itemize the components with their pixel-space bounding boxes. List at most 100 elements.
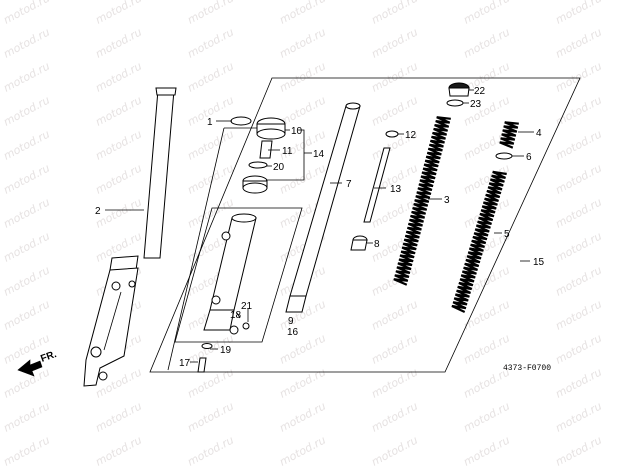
watermark-text: motod.ru bbox=[369, 59, 420, 94]
watermark-text: motod.ru bbox=[185, 433, 236, 468]
callout-17: 17 bbox=[179, 358, 191, 369]
watermark-text: motod.ru bbox=[93, 161, 144, 196]
watermark-text: motod.ru bbox=[93, 433, 144, 468]
spring3-coil bbox=[393, 116, 451, 286]
watermark-text: motod.ru bbox=[93, 399, 144, 434]
watermark-text: motod.ru bbox=[369, 25, 420, 60]
watermark-text: motod.ru bbox=[1, 195, 52, 230]
watermark-text: motod.ru bbox=[553, 0, 604, 27]
watermark-text: motod.ru bbox=[277, 25, 328, 60]
watermark-text: motod.ru bbox=[553, 399, 604, 434]
watermark-text: motod.ru bbox=[461, 433, 512, 468]
bolt-set bbox=[197, 322, 250, 373]
watermark-text: motod.ru bbox=[93, 0, 144, 27]
callout-12: 12 bbox=[405, 130, 417, 141]
callout-2: 2 bbox=[95, 206, 101, 217]
callout-9: 9 bbox=[288, 316, 294, 327]
watermark-text: motod.ru bbox=[1, 263, 52, 298]
leader-lines bbox=[105, 89, 534, 363]
callout-6: 6 bbox=[526, 152, 532, 163]
watermark-text: motod.ru bbox=[553, 365, 604, 400]
callout-22: 22 bbox=[474, 86, 486, 97]
watermark-text: motod.ru bbox=[553, 93, 604, 128]
watermark-text: motod.ru bbox=[1, 25, 52, 60]
watermark-text: motod.ru bbox=[93, 93, 144, 128]
watermark-text: motod.ru bbox=[277, 399, 328, 434]
watermark-text: motod.ru bbox=[553, 59, 604, 94]
callout-4: 4 bbox=[536, 128, 542, 139]
inner-frame-left bbox=[167, 127, 225, 371]
watermark-text: motod.ru bbox=[1, 93, 52, 128]
watermark-text: motod.ru bbox=[277, 0, 328, 27]
watermark-text: motod.ru bbox=[185, 365, 236, 400]
callout-labels: 2 1 10 11 20 14 7 12 13 8 3 22 23 4 6 5 … bbox=[95, 86, 545, 369]
short-spring-4 bbox=[499, 121, 519, 149]
damper-rod bbox=[350, 130, 399, 251]
callout-11: 11 bbox=[282, 146, 293, 157]
oil-seal-set bbox=[230, 116, 286, 194]
lower-case-frame bbox=[174, 207, 303, 343]
watermark-text: motod.ru bbox=[185, 161, 236, 196]
front-direction-arrow: FR. bbox=[17, 349, 58, 377]
watermark-text: motod.ru bbox=[185, 25, 236, 60]
callout-10: 10 bbox=[291, 126, 303, 137]
watermark-text: motod.ru bbox=[1, 0, 52, 27]
callout-20: 20 bbox=[273, 162, 285, 173]
direction-label: FR. bbox=[39, 349, 58, 365]
watermark-text: motod.ru bbox=[1, 229, 52, 264]
watermark-text: motod.ru bbox=[277, 331, 328, 366]
watermark-text: motod.ru bbox=[553, 263, 604, 298]
watermark-text: motod.ru bbox=[461, 25, 512, 60]
watermark-text: motod.ru bbox=[553, 297, 604, 332]
watermark-text: motod.ru bbox=[461, 93, 512, 128]
watermark-text: motod.ru bbox=[553, 195, 604, 230]
watermark-text: motod.ru bbox=[1, 433, 52, 468]
watermark-text: motod.ru bbox=[553, 127, 604, 162]
watermark-text: motod.ru bbox=[369, 399, 420, 434]
watermark-text: motod.ru bbox=[185, 0, 236, 27]
watermark-text: motod.ru bbox=[369, 365, 420, 400]
watermark-text: motod.ru bbox=[461, 399, 512, 434]
fork-spring-3 bbox=[393, 116, 451, 286]
watermark-text: motod.ru bbox=[1, 297, 52, 332]
watermark-text: motod.ru bbox=[553, 331, 604, 366]
spring5-coil bbox=[451, 170, 507, 313]
callout-23: 23 bbox=[470, 99, 482, 110]
callout-18: 18 bbox=[230, 310, 242, 321]
watermark-text: motod.ru bbox=[277, 433, 328, 468]
callout-15: 15 bbox=[533, 257, 545, 268]
assembly-frame bbox=[149, 77, 581, 373]
callout-3: 3 bbox=[444, 195, 450, 206]
callout-7: 7 bbox=[346, 179, 352, 190]
callout-5: 5 bbox=[504, 229, 510, 240]
watermark-text: motod.ru bbox=[369, 433, 420, 468]
inner-tube bbox=[285, 102, 361, 313]
watermark-text: motod.ru bbox=[93, 59, 144, 94]
watermark-text: motod.ru bbox=[277, 365, 328, 400]
watermark-text: motod.ru bbox=[369, 297, 420, 332]
spring4-coil bbox=[499, 121, 519, 149]
watermark-text: motod.ru bbox=[1, 399, 52, 434]
watermark-text: motod.ru bbox=[185, 59, 236, 94]
watermark-text: motod.ru bbox=[1, 59, 52, 94]
watermark-text: motod.ru bbox=[185, 127, 236, 162]
watermark-text: motod.ru bbox=[553, 161, 604, 196]
watermark-text: motod.ru bbox=[461, 331, 512, 366]
callout-13: 13 bbox=[390, 184, 402, 195]
callout-21: 21 bbox=[241, 301, 253, 312]
watermark-text: motod.ru bbox=[553, 25, 604, 60]
watermark-text: motod.ru bbox=[93, 25, 144, 60]
watermark-text: motod.ru bbox=[277, 59, 328, 94]
watermark-text: motod.ru bbox=[369, 331, 420, 366]
watermark-text: motod.ru bbox=[461, 297, 512, 332]
callout-16: 16 bbox=[287, 327, 299, 338]
watermark-text: motod.ru bbox=[553, 229, 604, 264]
watermark-text: motod.ru bbox=[1, 127, 52, 162]
watermark-text: motod.ru bbox=[185, 399, 236, 434]
fork-spring-5 bbox=[451, 170, 507, 313]
arrow-icon bbox=[17, 359, 43, 377]
watermark-text: motod.ru bbox=[93, 365, 144, 400]
fork-leg-assembly bbox=[83, 87, 177, 387]
watermark-text: motod.ru bbox=[369, 93, 420, 128]
